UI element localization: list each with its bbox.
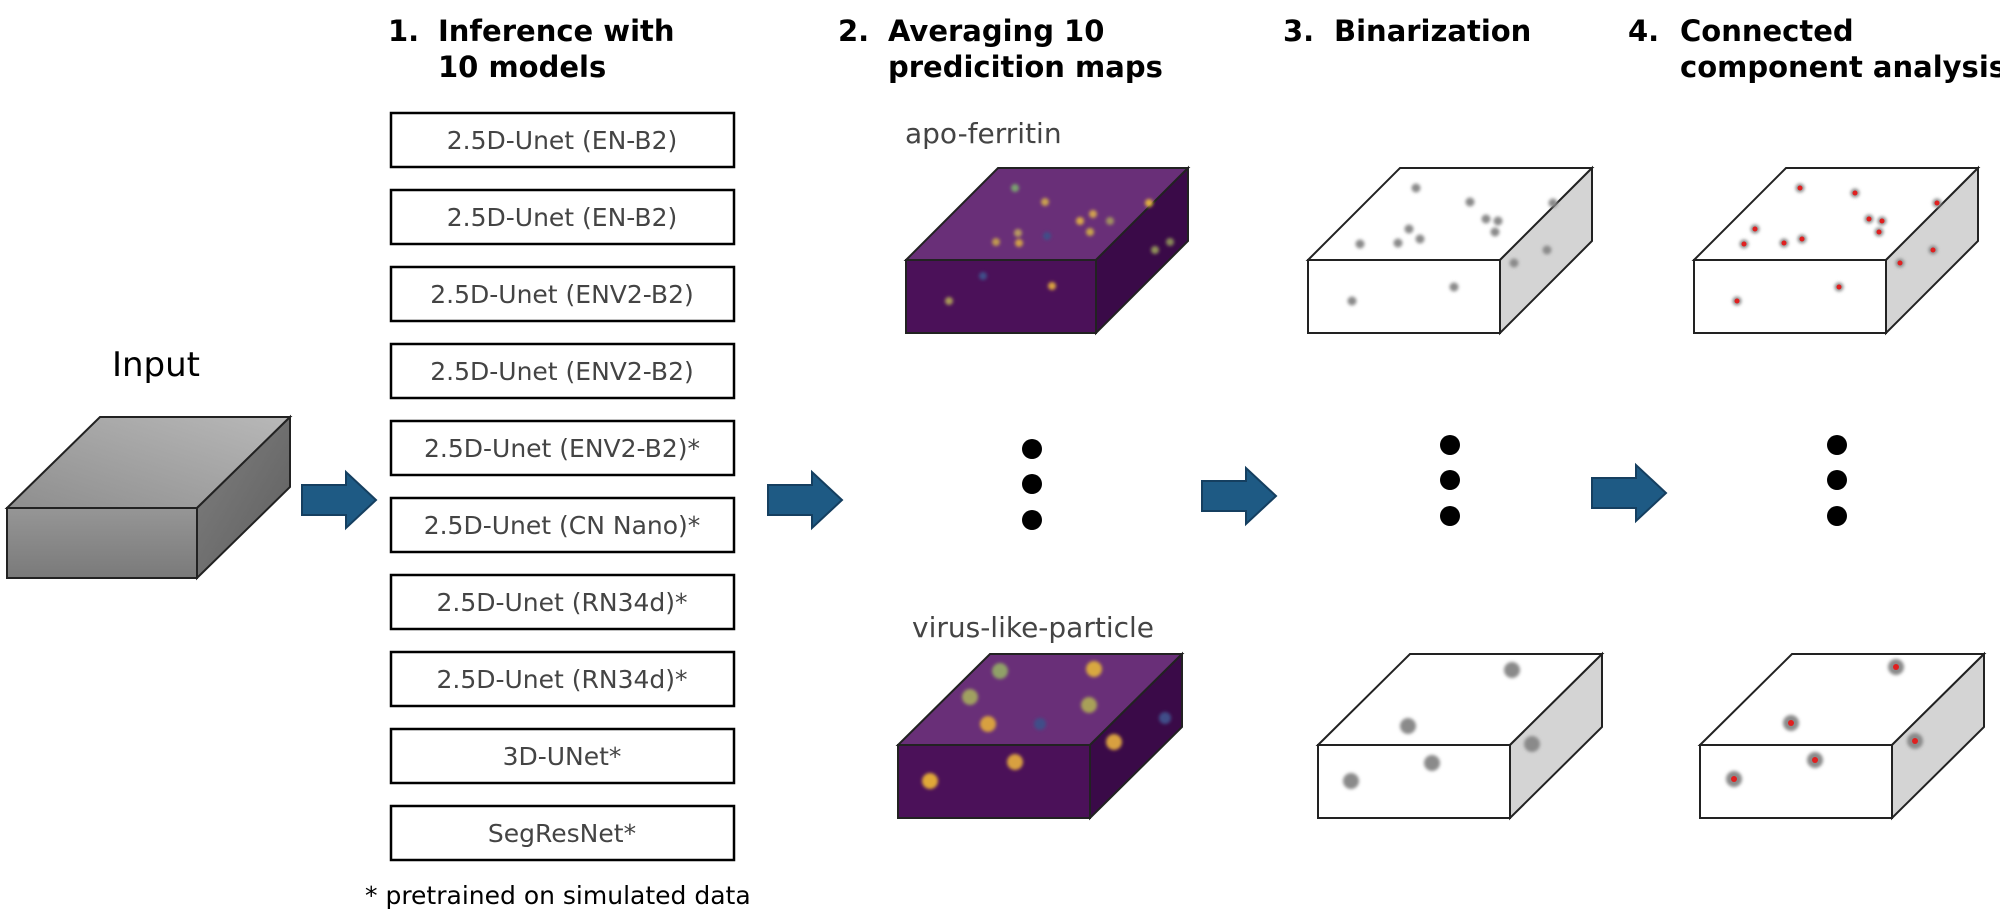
step-2-number: 2.: [838, 14, 869, 48]
binary-map-virus-like-particle: [1315, 651, 1605, 821]
model-box: 2.5D-Unet (ENV2-B2): [389, 342, 736, 400]
component-particles: [1732, 183, 1942, 306]
arrow-2: [767, 469, 844, 531]
step-3-number: 3.: [1283, 14, 1314, 48]
step-1-header: 1. Inference with 10 models: [388, 14, 675, 84]
step-1-title-line1: Inference with: [438, 14, 675, 48]
component-front-face: [1693, 259, 1887, 334]
arrow-3: [1201, 465, 1278, 527]
binary-map-apo-ferritin: [1305, 165, 1595, 336]
step-3-title-line1: Binarization: [1334, 14, 1531, 48]
model-label: 2.5D-Unet (EN-B2): [447, 126, 678, 155]
step-2-title-line1: Averaging 10: [888, 14, 1104, 48]
step-4-title-line1: Connected: [1680, 14, 1854, 48]
model-list: 2.5D-Unet (EN-B2) 2.5D-Unet (EN-B2) 2.5D…: [389, 111, 736, 862]
model-box: 2.5D-Unet (RN34d)*: [389, 573, 736, 631]
map-particles: [945, 184, 1174, 305]
map-particles: [922, 661, 1171, 789]
model-box: 2.5D-Unet (CN Nano)*: [389, 496, 736, 554]
step-1-title-line2: 10 models: [438, 50, 606, 84]
input-volume: [4, 414, 293, 581]
step-4-header: 4. Connected component analysis: [1628, 14, 2000, 84]
model-box: 2.5D-Unet (ENV2-B2)*: [389, 419, 736, 477]
ellipsis-step-2: [1022, 439, 1042, 530]
model-label: 3D-UNet*: [503, 742, 622, 771]
component-map-virus-like-particle: [1697, 651, 1987, 821]
input-volume-front: [6, 507, 198, 579]
step-2-header: 2. Averaging 10 predicition maps: [838, 14, 1163, 84]
arrow-4: [1591, 462, 1668, 524]
model-box: 2.5D-Unet (ENV2-B2): [389, 265, 736, 323]
probability-map-virus-like-particle: [895, 651, 1185, 821]
step-3-header: 3. Binarization: [1283, 14, 1531, 48]
model-label: 2.5D-Unet (RN34d)*: [436, 588, 687, 617]
input-label: Input: [112, 345, 200, 385]
step-4-title-line2: component analysis: [1680, 50, 2000, 84]
binary-particles: [1347, 183, 1558, 306]
model-box: 2.5D-Unet (RN34d)*: [389, 650, 736, 708]
model-label: 2.5D-Unet (EN-B2): [447, 203, 678, 232]
model-label: 2.5D-Unet (RN34d)*: [436, 665, 687, 694]
map-front-face: [905, 259, 1097, 334]
component-particles: [1726, 659, 1923, 787]
footnote: * pretrained on simulated data: [365, 881, 751, 910]
particle-label-top: apo-ferritin: [905, 117, 1062, 150]
ellipsis-step-3: [1440, 435, 1460, 526]
model-box: 3D-UNet*: [389, 727, 736, 785]
model-box: SegResNet*: [389, 804, 736, 862]
model-label: SegResNet*: [488, 819, 636, 848]
step-2-title-line2: predicition maps: [888, 50, 1163, 84]
model-label: 2.5D-Unet (ENV2-B2)*: [424, 434, 700, 463]
component-map-apo-ferritin: [1691, 165, 1981, 336]
step-4-number: 4.: [1628, 14, 1659, 48]
model-box: 2.5D-Unet (EN-B2): [389, 111, 736, 169]
arrow-1: [301, 469, 378, 531]
binary-particles: [1343, 662, 1540, 789]
binary-front-face: [1317, 744, 1511, 819]
step-1-number: 1.: [388, 14, 419, 48]
binary-front-face: [1307, 259, 1501, 334]
particle-label-bottom: virus-like-particle: [912, 611, 1154, 644]
probability-map-apo-ferritin: [903, 165, 1191, 336]
model-label: 2.5D-Unet (ENV2-B2): [430, 280, 694, 309]
ellipsis-step-4: [1827, 435, 1847, 526]
model-label: 2.5D-Unet (ENV2-B2): [430, 357, 694, 386]
model-box: 2.5D-Unet (EN-B2): [389, 188, 736, 246]
model-label: 2.5D-Unet (CN Nano)*: [424, 511, 701, 540]
